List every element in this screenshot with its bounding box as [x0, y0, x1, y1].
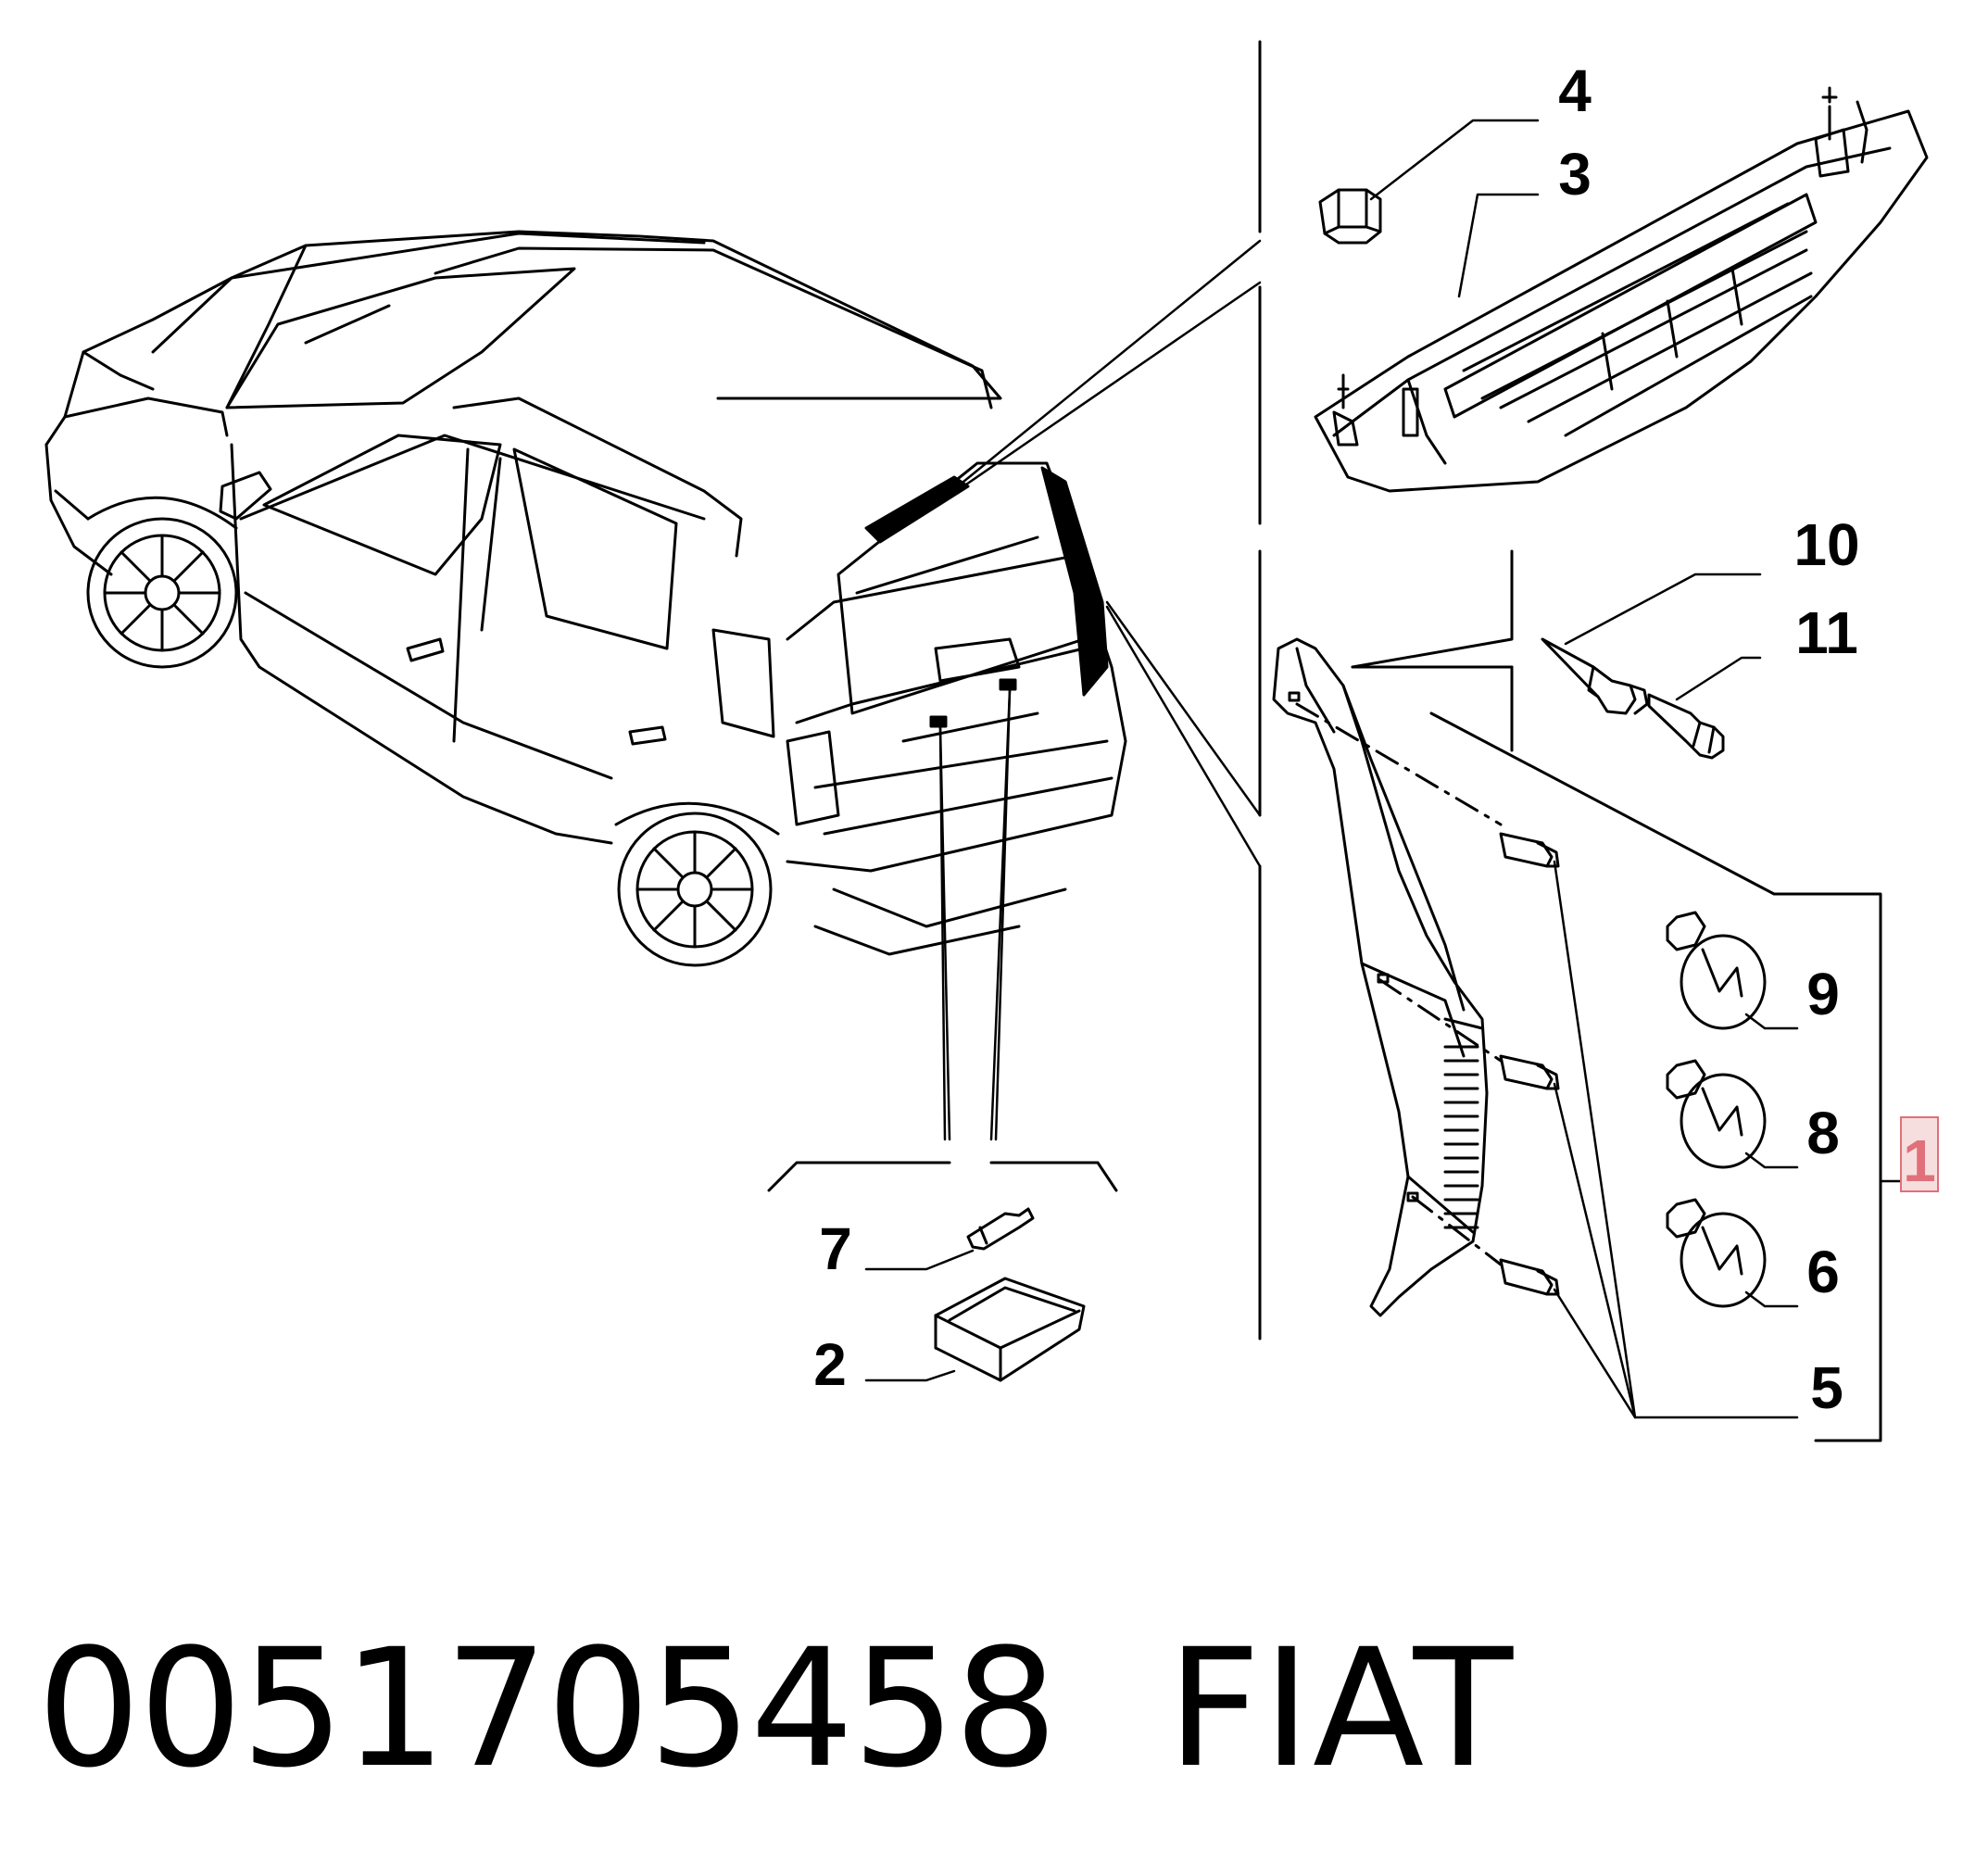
part-number: 0051705458	[37, 1614, 1058, 1804]
third-brake-light	[1314, 86, 1929, 493]
clip-part-4	[1318, 188, 1382, 245]
plate-lamp-lens-part-2	[934, 1277, 1086, 1382]
callout-11: 11	[1795, 599, 1858, 666]
car-leader-lines	[938, 239, 1262, 1141]
bulb-part-8	[1666, 1059, 1767, 1169]
part-number-caption: 0051705458 FIAT	[37, 1617, 1515, 1802]
brand-name: FIAT	[1166, 1614, 1516, 1804]
screw-part-11	[1647, 693, 1725, 760]
callout-leaders	[864, 119, 1906, 1419]
callout-1: 1	[1903, 1127, 1936, 1194]
callout-5: 5	[1810, 1354, 1843, 1421]
festoon-bulb-part-7	[966, 1207, 1035, 1251]
callout-8: 8	[1806, 1100, 1840, 1166]
car-illustration	[44, 230, 1127, 967]
callout-6: 6	[1806, 1239, 1840, 1305]
callout-7: 7	[819, 1215, 852, 1282]
callout-4: 4	[1558, 57, 1592, 124]
bulb-part-6	[1666, 1198, 1767, 1308]
bulb-part-9	[1666, 911, 1767, 1030]
callout-9: 9	[1806, 961, 1840, 1027]
callout-2: 2	[813, 1331, 847, 1398]
callout-10: 10	[1793, 511, 1859, 578]
pin-part-10	[1541, 637, 1649, 715]
screws-part-5	[1499, 832, 1560, 1296]
frame-lines	[767, 40, 1882, 1442]
callout-1-highlight-box	[1900, 1116, 1939, 1192]
rear-lamp-housing	[1272, 637, 1503, 1317]
callout-3: 3	[1558, 141, 1592, 208]
callout-labels: 4 3 10 11 9 8 6 5 7 2 1	[813, 57, 1939, 1421]
